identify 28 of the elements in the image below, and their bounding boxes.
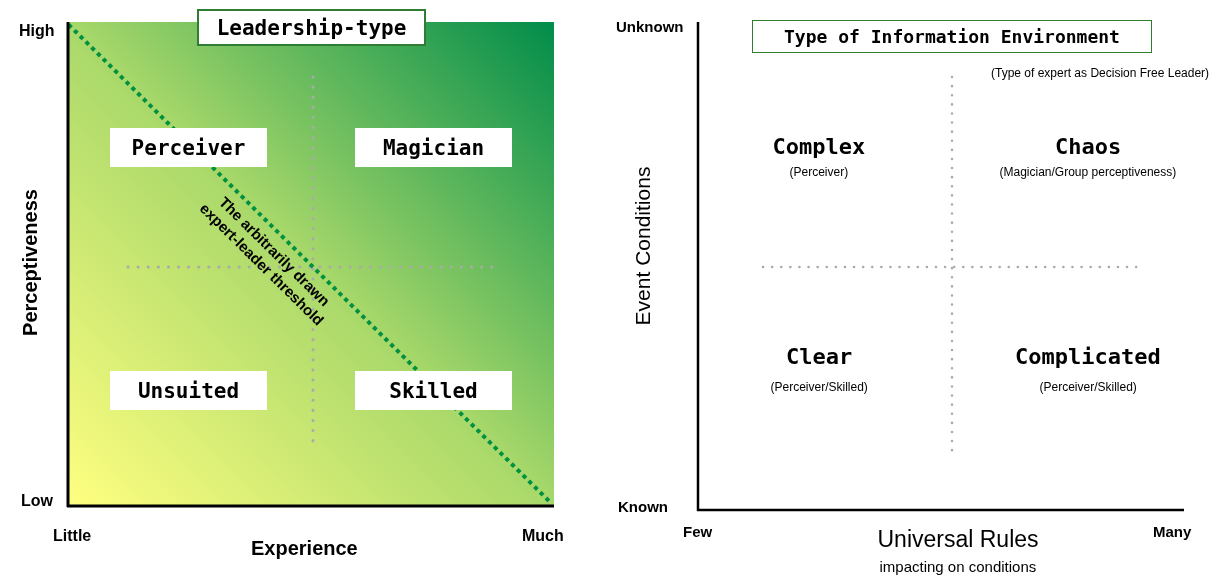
axis-label: Few: [683, 523, 713, 540]
axis-label: Much: [522, 527, 564, 545]
axis-label: Unknown: [616, 18, 684, 35]
quadrant-title: Complicated: [1015, 343, 1161, 369]
axis-title: Experience: [251, 537, 358, 560]
axis-label: Known: [618, 498, 668, 515]
title-box: Leadership-type: [197, 9, 426, 46]
quadrant-title: Complex: [772, 133, 866, 159]
axis-label: Little: [53, 527, 92, 545]
quadrant-title: Chaos: [1055, 133, 1122, 159]
axis-label: Low: [21, 492, 53, 510]
quadrant-subtitle: (Perceiver/Skilled): [770, 380, 868, 394]
axis-title: Perceptiveness: [18, 188, 42, 336]
axis-title: Universal Rules: [877, 525, 1039, 553]
quadrant-box: Perceiver: [110, 128, 267, 167]
quadrant-subtitle: (Magician/Group perceptiveness): [999, 165, 1177, 179]
axis-subtitle: impacting on conditions: [879, 557, 1037, 575]
axis-label: High: [19, 22, 55, 40]
quadrant-subtitle: (Perceiver/Skilled): [1039, 380, 1137, 394]
note-text: (Type of expert as Decision Free Leader): [991, 66, 1210, 80]
quadrant-box: Magician: [355, 128, 512, 167]
title-box: Type of Information Environment: [752, 20, 1152, 53]
quadrant-subtitle: (Perceiver): [789, 165, 849, 179]
quadrant-box: Skilled: [355, 371, 512, 410]
quadrant-title: Clear: [786, 343, 853, 369]
axis-label: Many: [1153, 523, 1192, 540]
axis-title: Event Conditions: [630, 166, 655, 326]
quadrant-box: Unsuited: [110, 371, 267, 410]
